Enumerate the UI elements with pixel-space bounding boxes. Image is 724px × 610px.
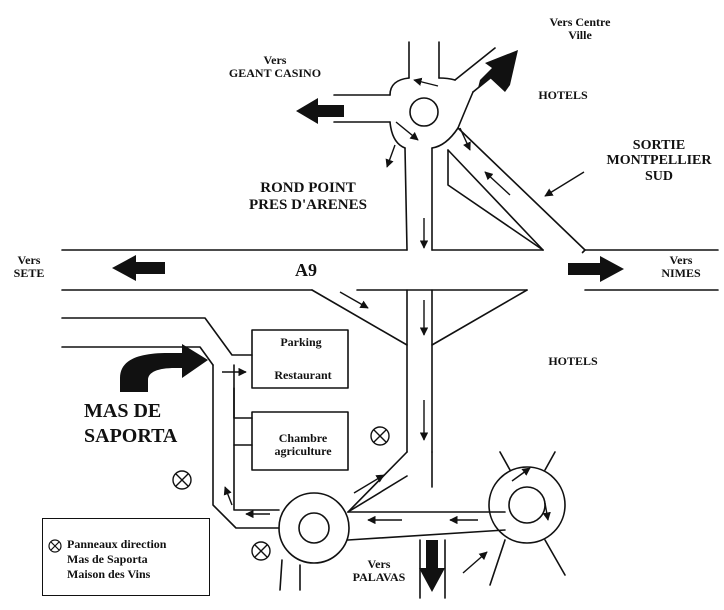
label-chambre-agriculture: Chambre agriculture [274,431,332,459]
legend-text: Panneaux direction Mas de Saporta Maison… [67,537,167,581]
label-vers-sete: Vers SETE [13,253,45,281]
flow-arrow [484,171,511,196]
arrow-west-geant-casino [296,98,344,124]
flow-arrow [462,551,488,574]
label-vers-nimes: Vers NIMES [661,253,701,281]
circled-x-icon [172,470,192,490]
circled-x-icon [48,539,62,553]
flow-arrow [339,291,369,309]
arrow-mas-de-saporta [120,344,208,392]
label-vers-centre-ville: Vers Centre Ville [549,15,611,43]
label-hotels-top: HOTELS [538,88,588,102]
label-a9: A9 [295,260,317,280]
flow-arrow [459,127,471,151]
circled-x-icon [370,426,390,446]
circled-x-icon [251,541,271,561]
label-parking: Parking [280,335,322,349]
legend-box: Panneaux direction Mas de Saporta Maison… [42,518,210,596]
arrow-west-sete [112,255,165,281]
arrow-east-nimes [568,256,624,282]
label-vers-palavas: Vers PALAVAS [352,557,406,585]
flow-arrow [353,474,385,494]
arrow-south-palavas [419,540,445,592]
flow-arrow [395,121,419,141]
flow-arrow [544,171,585,197]
arrow-northeast-centre-ville [478,50,518,92]
flow-arrow [385,144,396,168]
label-vers-geant-casino: Vers GEANT CASINO [228,53,322,81]
label-rond-point: ROND POINT PRES D'ARENES [249,180,367,213]
label-sortie-montpellier-sud: SORTIE MONTPELLIER SUD [606,138,712,184]
label-restaurant: Restaurant [274,368,332,382]
motorway-a9 [61,249,719,291]
buildings [233,329,349,471]
main-road [311,127,528,453]
flow-arrow [542,502,551,521]
flow-arrow [511,467,531,482]
label-hotels-bottom: HOTELS [548,354,598,368]
exit-ramp [447,127,586,254]
north-roundabout [333,41,511,149]
flow-arrow [413,77,439,87]
label-mas-de-saporta: MAS DE SAPORTA [84,400,178,447]
bottom-left-roundabout [278,475,506,564]
flow-arrow [223,486,233,506]
